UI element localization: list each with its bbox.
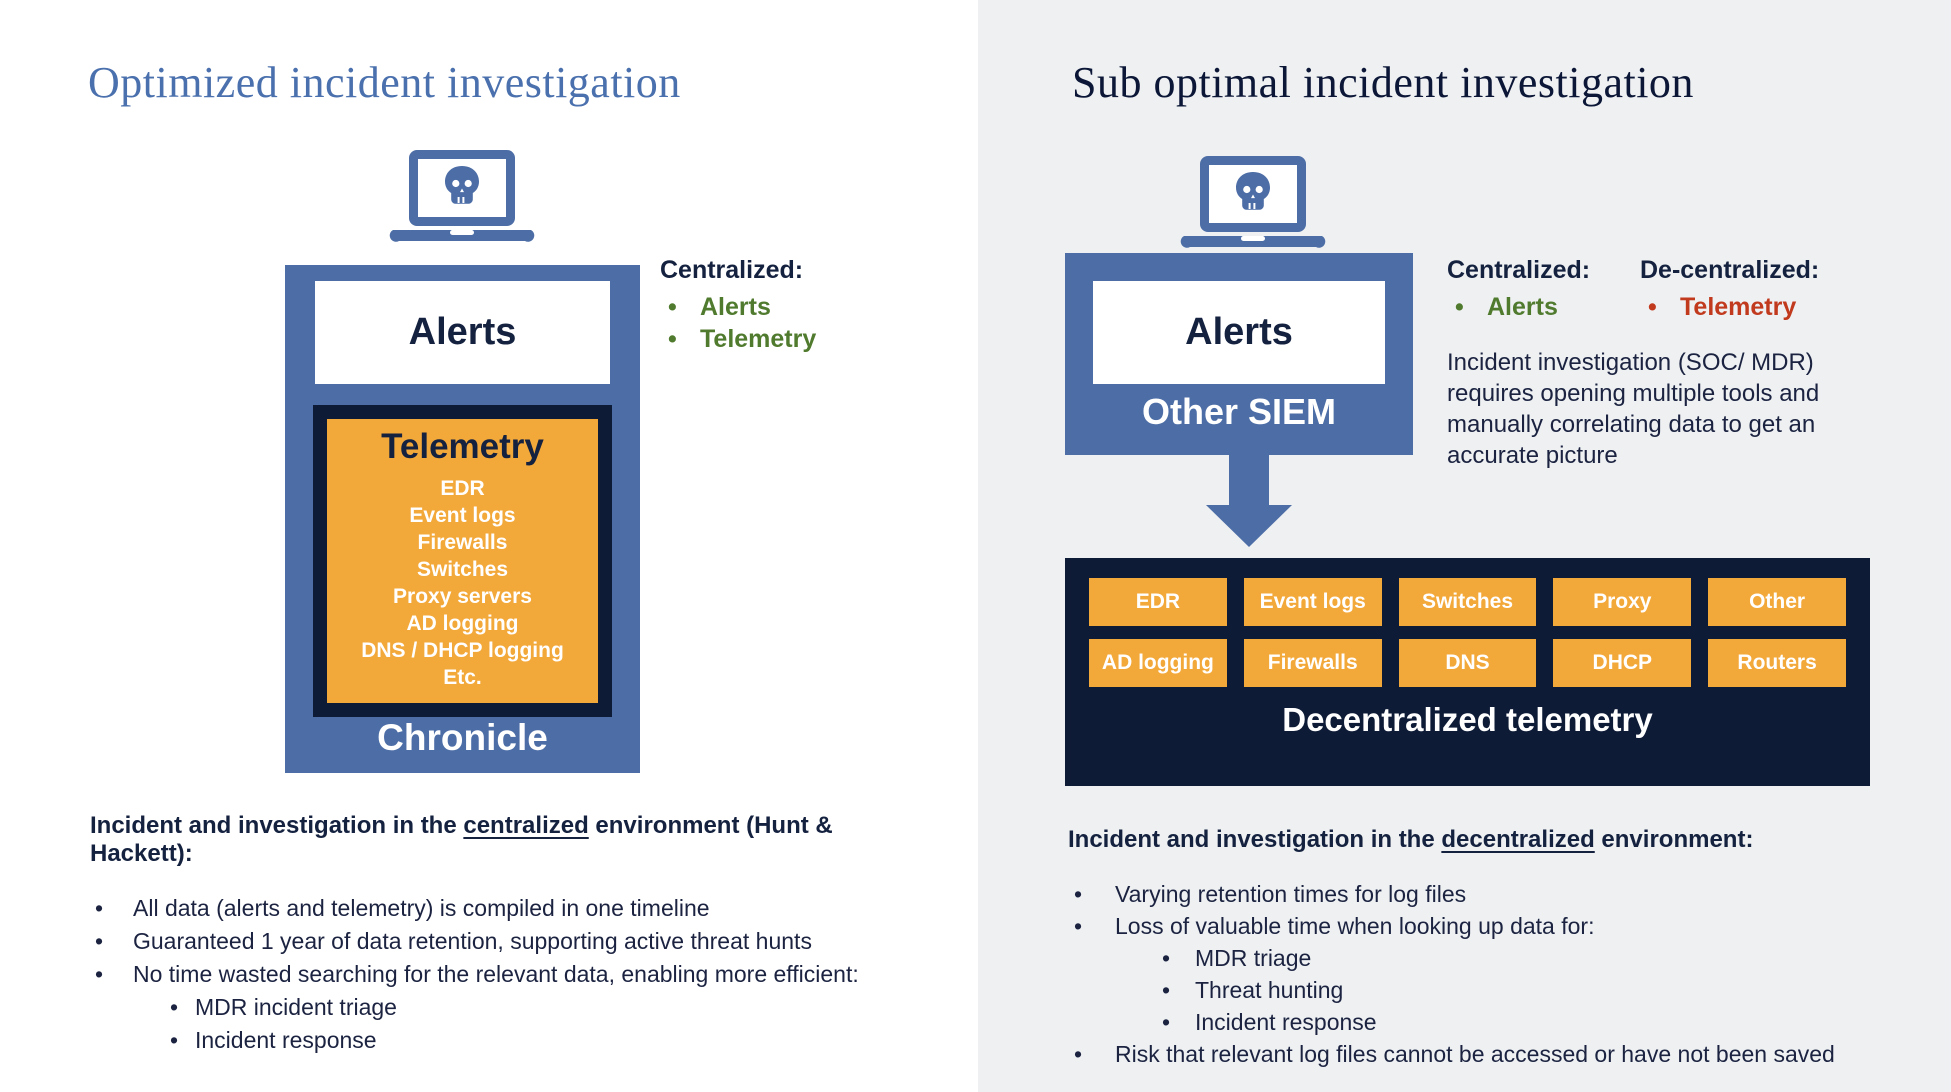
- telemetry-item: AD logging: [406, 612, 519, 635]
- summary-bullet: No time wasted searching for the relevan…: [90, 958, 900, 991]
- telemetry-item: DNS / DHCP logging: [361, 639, 564, 662]
- summary-heading: Incident and investigation in the centra…: [90, 812, 833, 867]
- summary-bullet: Loss of valuable time when looking up da…: [1068, 910, 1938, 942]
- telemetry-box-inner: Telemetry EDR Event logs Firewalls Switc…: [327, 419, 598, 703]
- summary-bullet: Varying retention times for log files: [1068, 878, 1938, 910]
- telemetry-item: Firewalls: [417, 531, 508, 554]
- summary-heading: Incident and investigation in the decent…: [1068, 826, 1754, 853]
- summary-bullet: Guaranteed 1 year of data retention, sup…: [90, 925, 900, 958]
- telemetry-chip: Proxy: [1553, 578, 1692, 626]
- note-line: manually correlating data to get an: [1447, 411, 1816, 438]
- summary-sub-bullet: Incident response: [90, 1024, 900, 1057]
- summary-sub-bullet: MDR triage: [1068, 942, 1938, 974]
- legend-item-alerts: Alerts: [660, 291, 816, 323]
- alerts-box: Alerts: [1093, 281, 1385, 384]
- laptop-icon: [389, 150, 535, 242]
- summary-sub-bullet: MDR incident triage: [90, 991, 900, 1024]
- telemetry-chip: Switches: [1398, 578, 1537, 626]
- legend-heading: Centralized:: [1447, 256, 1591, 284]
- note-line: Incident investigation (SOC/ MDR): [1447, 349, 1814, 376]
- laptop-icon: [1180, 156, 1326, 248]
- telemetry-item: EDR: [440, 477, 485, 500]
- summary-sub-bullet: Threat hunting: [1068, 974, 1938, 1006]
- decentralized-telemetry-label: Decentralized telemetry: [1282, 701, 1653, 738]
- legend-heading: De-centralized:: [1640, 256, 1820, 284]
- telemetry-box: Telemetry EDR Event logs Firewalls Switc…: [313, 405, 612, 717]
- telemetry-chip: Routers: [1708, 639, 1846, 687]
- laptop-skull-icon: [385, 150, 539, 244]
- skull-icon: [445, 166, 479, 204]
- telemetry-chip: EDR: [1089, 578, 1227, 626]
- telemetry-chip: Other: [1708, 578, 1846, 626]
- telemetry-chip: DHCP: [1553, 639, 1692, 687]
- other-siem-stack: Alerts Other SIEM: [1065, 253, 1413, 455]
- telemetry-chip: AD logging: [1089, 639, 1227, 687]
- telemetry-chip: Firewalls: [1243, 639, 1382, 687]
- other-siem-label: Other SIEM: [1141, 391, 1337, 432]
- legend-heading: Centralized:: [660, 256, 804, 284]
- skull-icon: [1236, 172, 1270, 210]
- laptop-skull-icon: [1176, 156, 1330, 250]
- down-arrow-head: [1206, 505, 1292, 547]
- legend-decentralized-right: De-centralized: Telemetry: [1640, 256, 1819, 323]
- investigation-note: Incident investigation (SOC/ MDR) requir…: [1447, 347, 1819, 471]
- summary-bullet: Risk that relevant log files cannot be a…: [1068, 1038, 1938, 1070]
- note-line: requires opening multiple tools and: [1447, 380, 1820, 407]
- chronicle-label: Chronicle: [377, 717, 548, 758]
- summary-decentralized: Incident and investigation in the decent…: [1068, 826, 1938, 1070]
- decentralized-telemetry-box: EDR Event logs Switches Proxy Other AD l…: [1065, 558, 1870, 786]
- telemetry-chip: DNS: [1398, 639, 1537, 687]
- legend-item-telemetry: Telemetry: [660, 323, 816, 355]
- telemetry-chip-grid: EDR Event logs Switches Proxy Other AD l…: [1089, 578, 1846, 687]
- legend-centralized-left: Centralized: Alerts Telemetry: [660, 256, 816, 355]
- legend-centralized-right: Centralized: Alerts: [1447, 256, 1590, 323]
- down-arrow-icon: [1229, 455, 1269, 507]
- telemetry-title: Telemetry: [381, 427, 544, 466]
- telemetry-item: Switches: [416, 558, 509, 581]
- page-title-optimized: Optimized incident investigation: [88, 58, 681, 107]
- summary-bullet: All data (alerts and telemetry) is compi…: [90, 892, 900, 925]
- summary-sub-bullet: Incident response: [1068, 1006, 1938, 1038]
- alerts-box: Alerts: [315, 281, 610, 384]
- telemetry-chip: Event logs: [1243, 578, 1382, 626]
- telemetry-item: Proxy servers: [393, 585, 532, 608]
- page-title-suboptimal: Sub optimal incident investigation: [1072, 58, 1694, 107]
- summary-centralized: Incident and investigation in the centra…: [90, 812, 900, 1057]
- legend-item-alerts: Alerts: [1447, 291, 1590, 323]
- note-line: accurate picture: [1447, 442, 1618, 469]
- telemetry-item: Etc.: [443, 666, 482, 689]
- legend-item-telemetry: Telemetry: [1640, 291, 1819, 323]
- chronicle-stack: Alerts Telemetry EDR Event logs Firewall…: [285, 265, 640, 773]
- telemetry-item: Event logs: [409, 504, 516, 527]
